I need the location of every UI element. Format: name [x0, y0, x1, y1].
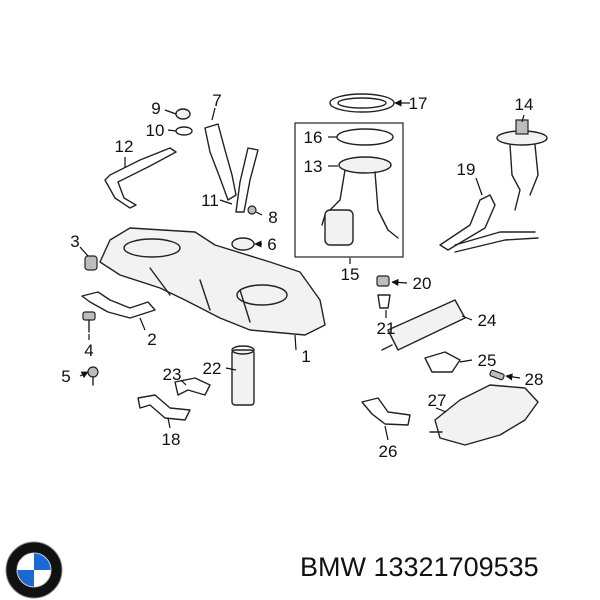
callout-28: 28 [525, 370, 544, 389]
callout-15: 15 [341, 265, 360, 284]
vent-line-part [104, 147, 177, 209]
bolt-21-part [377, 294, 391, 309]
callout-11: 11 [201, 191, 219, 210]
callout-7: 7 [212, 91, 221, 110]
level-sensor-part [496, 119, 548, 211]
cap-part [231, 237, 255, 251]
callout-27: 27 [428, 391, 447, 410]
fuel-tank-part [99, 227, 326, 336]
brand-label: BMW [300, 552, 366, 582]
bmw-roundel-icon [5, 541, 63, 599]
callout-5: 5 [61, 367, 70, 386]
plug-part [84, 255, 98, 271]
part-number-label: 13321709535 [373, 552, 539, 582]
callout-16: 16 [304, 128, 323, 147]
callout-3: 3 [70, 232, 79, 251]
screw-part [87, 366, 99, 386]
valve-part [376, 275, 390, 287]
callout-24: 24 [478, 311, 497, 330]
bracket-23-part [174, 377, 211, 396]
carbon-canister-part [231, 345, 255, 406]
filler-neck-part [204, 123, 237, 201]
callout-19: 19 [457, 160, 476, 179]
bracket-26-part [361, 397, 411, 426]
fuel-filter-part [381, 299, 466, 351]
seal-ring-part [336, 128, 394, 146]
callout-13: 13 [304, 157, 323, 176]
filler-cap-part [175, 108, 191, 120]
callout-9: 9 [151, 99, 160, 118]
callout-17: 17 [409, 94, 428, 113]
locking-ring-part [329, 93, 395, 113]
tank-strap-part [81, 291, 156, 319]
clamp-part [247, 205, 257, 215]
callout-12: 12 [115, 137, 134, 156]
suction-jet-part [439, 194, 496, 251]
bolt-part [82, 311, 96, 333]
tank-cover-part [429, 384, 539, 446]
pump-group-box [294, 122, 404, 258]
callout-21: 21 [377, 319, 396, 338]
gasket-ring-part [175, 126, 193, 136]
plug-28-part [489, 369, 505, 381]
callout-25: 25 [478, 351, 497, 370]
callout-10: 10 [146, 121, 165, 140]
callout-2: 2 [147, 330, 156, 349]
filler-hose-part [235, 147, 259, 213]
callout-22: 22 [203, 359, 222, 378]
callout-23: 23 [163, 365, 182, 384]
callout-18: 18 [162, 430, 181, 449]
part-caption: BMW 13321709535 [300, 552, 539, 583]
callout-26: 26 [379, 442, 398, 461]
fuel-pump-part [321, 156, 399, 246]
leader-lines [79, 99, 525, 441]
callout-6: 6 [267, 235, 276, 254]
callout-14: 14 [515, 95, 534, 114]
callout-8: 8 [268, 208, 277, 227]
callout-20: 20 [413, 274, 432, 293]
holder-part [424, 351, 461, 373]
callout-4: 4 [84, 341, 93, 360]
callout-1: 1 [301, 347, 310, 366]
bracket-18-part [137, 394, 191, 421]
callout-labels: 1 2 3 4 5 6 7 8 9 10 11 12 13 14 15 16 1… [61, 91, 543, 461]
